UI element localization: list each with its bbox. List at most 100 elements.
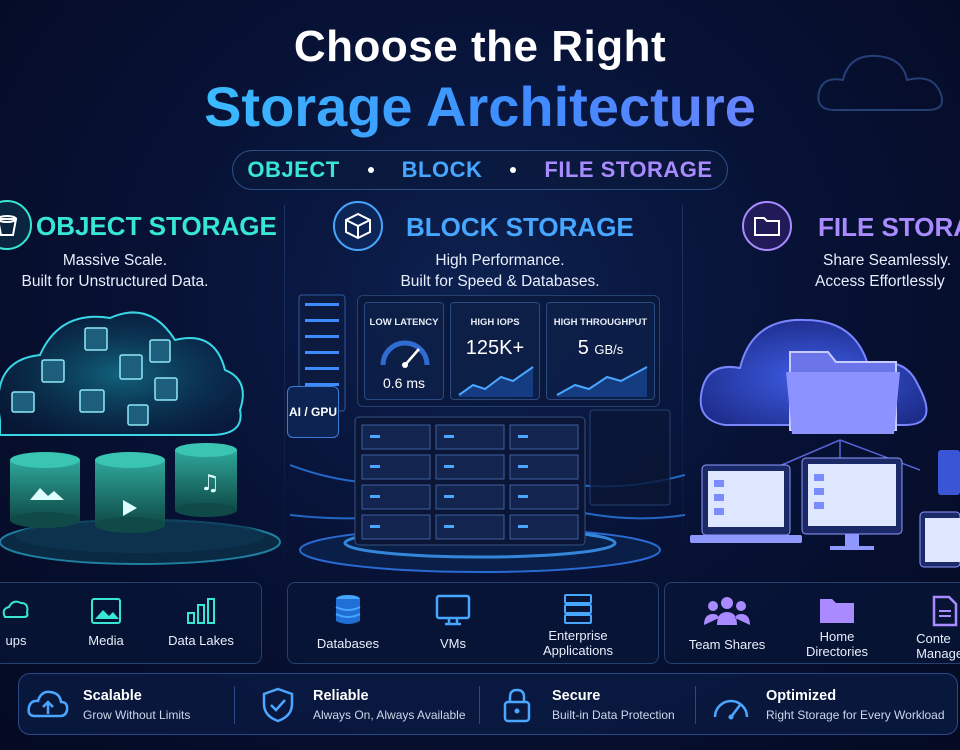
use-case-enterprise-apps: Enterprise Applications xyxy=(528,593,628,658)
use-case-label: Conte Managem xyxy=(916,631,960,661)
file-storage-title: FILE STORAG xyxy=(818,212,960,242)
benefit-reliable: Reliable Always On, Always Available xyxy=(261,674,466,736)
block-use-cases-card: Databases VMs Enterprise Applications xyxy=(287,582,659,664)
shield-check-icon xyxy=(262,687,294,723)
metric-number: 5 xyxy=(577,337,589,359)
use-case-label: Databases xyxy=(316,636,380,651)
use-case-label-line: Managem xyxy=(916,646,960,661)
object-storage-subtitle: Massive Scale. Built for Unstructured Da… xyxy=(0,250,230,292)
use-case-databases: Databases xyxy=(308,593,388,651)
benefits-bar: Scalable Grow Without Limits Reliable Al… xyxy=(18,673,958,735)
pill-separator-dot xyxy=(367,167,374,173)
object-subtitle-line1: Massive Scale. xyxy=(62,252,168,269)
file-storage-icon-badge xyxy=(742,201,792,251)
benefit-subtitle: Built-in Data Protection xyxy=(552,708,675,722)
benefit-optimized: Optimized Right Storage for Every Worklo… xyxy=(711,674,945,736)
use-case-media: Media xyxy=(76,597,136,648)
use-case-data-lakes: Data Lakes xyxy=(159,597,243,648)
trend-line-icon xyxy=(458,366,534,397)
metric-value: 0.6 ms xyxy=(382,375,425,391)
pill-separator-dot xyxy=(510,167,517,173)
block-storage-icon-badge xyxy=(333,201,383,251)
database-icon xyxy=(335,595,361,624)
benefit-separator xyxy=(234,686,235,724)
object-storage-icon-badge xyxy=(0,200,32,250)
svg-text:♫: ♫ xyxy=(200,471,220,496)
object-use-cases-card: ups Media Data Lakes xyxy=(0,582,262,664)
metric-iops: HIGH IOPS 125K+ xyxy=(450,302,540,400)
block-subtitle-line2: Built for Speed & Databases. xyxy=(400,273,600,290)
object-storage-title: OBJECT STORAGE xyxy=(36,211,277,241)
metric-value: 5 GB/s xyxy=(547,337,654,360)
benefit-title: Secure xyxy=(552,688,601,704)
performance-metrics-panel: LOW LATENCY 0.6 ms HIGH IOPS 125K+ HIGH … xyxy=(357,295,660,407)
page-title-highlight: Storage Architecture xyxy=(0,74,960,139)
use-case-label-line: Enterprise xyxy=(548,628,608,643)
benefit-separator xyxy=(695,686,696,724)
column-divider xyxy=(284,205,285,585)
trend-line-icon xyxy=(556,366,648,397)
pill-block: BLOCK xyxy=(401,157,483,182)
benefit-scalable: Scalable Grow Without Limits xyxy=(27,674,190,736)
benefit-title: Scalable xyxy=(83,688,142,704)
use-case-label: ups xyxy=(5,633,27,648)
background-cloud-icon xyxy=(817,54,943,111)
gauge-icon xyxy=(713,699,749,720)
metric-label: LOW LATENCY xyxy=(369,317,439,328)
image-icon xyxy=(91,598,121,624)
metric-unit: GB/s xyxy=(594,342,624,357)
use-case-label: Team Shares xyxy=(688,637,766,652)
benefit-title: Reliable xyxy=(313,688,369,704)
use-case-home-directories: Home Directories xyxy=(795,595,879,659)
document-icon xyxy=(932,595,958,627)
benefit-secure: Secure Built-in Data Protection xyxy=(502,674,675,736)
metric-label: HIGH THROUGHPUT xyxy=(553,317,648,328)
cloud-upload-icon xyxy=(27,690,69,718)
bucket-icon xyxy=(0,215,18,236)
server-array-illustration xyxy=(290,409,685,573)
server-icon xyxy=(564,594,592,624)
use-case-label: Enterprise Applications xyxy=(543,628,613,658)
block-storage-subtitle: High Performance. Built for Speed & Data… xyxy=(360,250,640,292)
folder-icon xyxy=(754,217,780,236)
file-cloud-illustration xyxy=(690,318,960,568)
benefit-separator xyxy=(479,686,480,724)
page-title: Choose the Right xyxy=(293,22,667,71)
pill-object: OBJECT xyxy=(247,157,340,182)
lock-icon xyxy=(503,688,531,723)
use-case-team-shares: Team Shares xyxy=(685,595,769,652)
object-subtitle-line2: Built for Unstructured Data. xyxy=(21,273,209,290)
file-subtitle-line1: Share Seamlessly. xyxy=(823,252,952,269)
team-icon xyxy=(704,597,750,625)
file-storage-subtitle: Share Seamlessly. Access Effortlessly xyxy=(815,250,960,292)
bar-chart-icon xyxy=(187,598,215,624)
use-case-label-line: Conte xyxy=(916,631,951,646)
benefit-subtitle: Right Storage for Every Workload xyxy=(766,708,945,722)
metric-label: HIGH IOPS xyxy=(470,317,520,328)
use-case-label-line: Applications xyxy=(542,643,614,658)
gauge-icon xyxy=(380,340,430,368)
column-divider xyxy=(682,205,683,585)
file-use-cases-card: Team Shares Home Directories Conte Manag… xyxy=(664,582,960,664)
folder-icon xyxy=(820,599,854,623)
benefit-subtitle: Grow Without Limits xyxy=(83,708,191,722)
benefit-title: Optimized xyxy=(766,688,837,704)
use-case-label: VMs xyxy=(440,636,466,651)
use-case-content-management: Conte Managem xyxy=(910,595,960,661)
metric-latency: LOW LATENCY 0.6 ms xyxy=(364,302,444,400)
block-subtitle-line1: High Performance. xyxy=(435,252,565,269)
ai-gpu-chip: AI / GPU xyxy=(287,386,339,438)
monitor-icon xyxy=(435,594,471,626)
cloud-backup-icon xyxy=(2,600,29,618)
metric-value: 125K+ xyxy=(465,337,525,359)
file-subtitle-line2: Access Effortlessly xyxy=(815,273,945,290)
use-case-vms: VMs xyxy=(418,593,488,651)
object-cloud-illustration: ♫ xyxy=(0,311,281,565)
use-case-label-line: Home xyxy=(819,629,855,644)
use-case-label: Data Lakes xyxy=(168,633,234,648)
benefit-subtitle: Always On, Always Available xyxy=(313,708,466,722)
use-case-label: Media xyxy=(88,633,124,648)
metric-throughput: HIGH THROUGHPUT 5 GB/s xyxy=(546,302,655,400)
block-storage-title: BLOCK STORAGE xyxy=(406,212,634,242)
use-case-backups: ups xyxy=(0,597,41,648)
